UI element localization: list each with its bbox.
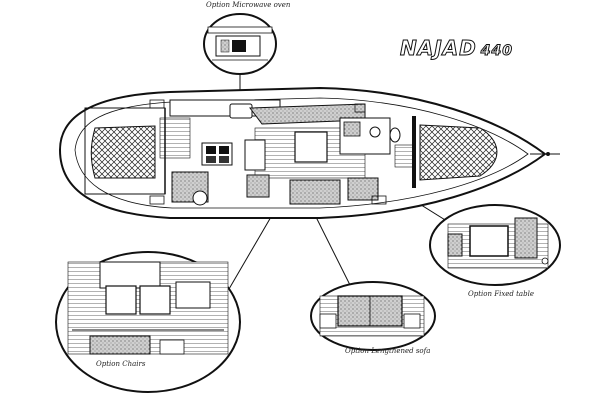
caption-microwave: Option Microwave oven — [206, 1, 291, 9]
chair-left — [105, 285, 137, 315]
fixed-table-top — [469, 225, 509, 257]
caption-lengthened-sofa: Option Lengthened sofa — [345, 347, 431, 355]
hull-inner-outline — [74, 97, 529, 209]
nav-seat — [192, 190, 208, 206]
callout-microwave — [203, 13, 277, 75]
head-shower — [343, 121, 361, 137]
hull-plan — [58, 86, 560, 219]
caption-chairs: Option Chairs — [96, 360, 146, 368]
aft-berth — [90, 125, 156, 179]
microwave-oven — [232, 40, 246, 52]
brand-model: 440 — [480, 43, 513, 60]
forward-cabin-wall — [412, 116, 416, 188]
head-toilet — [389, 127, 401, 143]
bow-fitting — [546, 152, 550, 156]
fixed-table-sofa — [514, 217, 538, 259]
saloon-sofa-starboard — [289, 179, 341, 205]
caption-fixed-table: Option Fixed table — [468, 290, 534, 298]
saloon-chair-left — [246, 174, 270, 198]
forward-locker — [347, 177, 379, 201]
saloon-table — [294, 131, 328, 163]
callout-fixed-table — [429, 204, 561, 286]
brand-name: NAJAD — [400, 36, 477, 61]
callout-lengthened-sofa — [310, 281, 436, 351]
head-washbasin — [369, 126, 381, 138]
chair-right — [139, 285, 171, 315]
galley-side-counter — [244, 139, 266, 171]
cleats — [149, 99, 387, 205]
callout-chairs — [55, 251, 241, 393]
forward-berth — [419, 124, 498, 181]
galley-sink — [229, 103, 253, 119]
